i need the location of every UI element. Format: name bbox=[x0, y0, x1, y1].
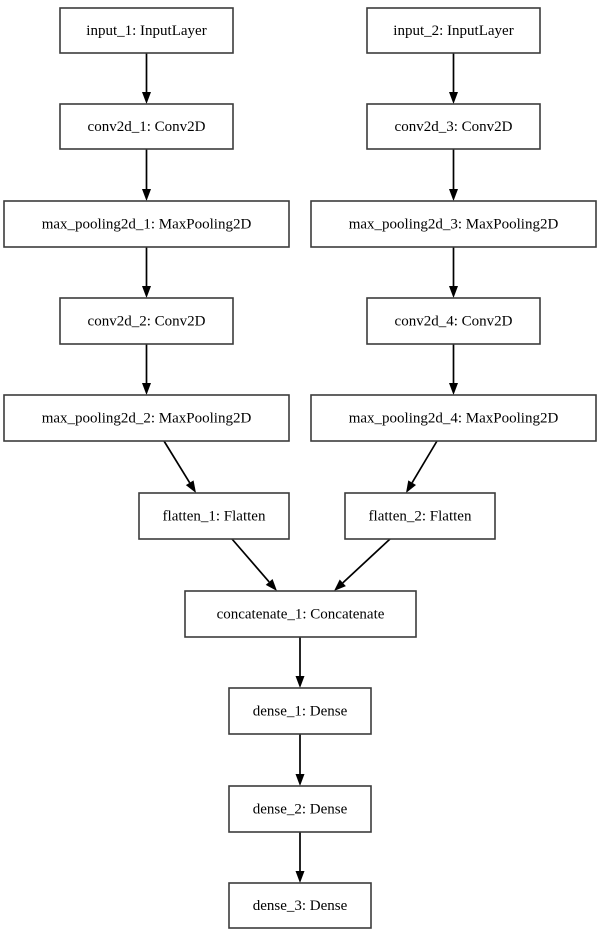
node-box[interactable] bbox=[59, 297, 234, 345]
node-box[interactable] bbox=[138, 492, 290, 540]
node-max_pooling2d_4[interactable]: max_pooling2d_4: MaxPooling2D bbox=[310, 394, 597, 442]
edge-max_pooling2d_3-to-conv2d_4 bbox=[449, 247, 458, 298]
node-concatenate_1[interactable]: concatenate_1: Concatenate bbox=[184, 590, 417, 638]
arrowhead-icon bbox=[295, 871, 305, 883]
edges-layer bbox=[142, 53, 458, 883]
arrowhead-icon bbox=[449, 189, 458, 201]
node-box[interactable] bbox=[344, 492, 496, 540]
edge-flatten_2-to-concatenate_1 bbox=[334, 538, 391, 591]
arrowhead-icon bbox=[265, 578, 277, 591]
edge-max_pooling2d_4-to-flatten_2 bbox=[406, 440, 438, 493]
edge-input_1-to-conv2d_1 bbox=[142, 53, 151, 104]
edge-line bbox=[342, 538, 391, 584]
node-dense_1[interactable]: dense_1: Dense bbox=[228, 687, 372, 735]
node-box[interactable] bbox=[184, 590, 417, 638]
node-label: flatten_2: Flatten bbox=[369, 508, 472, 524]
node-label: dense_2: Dense bbox=[253, 801, 348, 817]
node-flatten_2[interactable]: flatten_2: Flatten bbox=[344, 492, 496, 540]
node-box[interactable] bbox=[3, 200, 290, 248]
node-label: conv2d_3: Conv2D bbox=[395, 119, 513, 135]
node-box[interactable] bbox=[310, 200, 597, 248]
arrowhead-icon bbox=[142, 92, 151, 104]
edge-conv2d_2-to-max_pooling2d_2 bbox=[142, 344, 151, 395]
arrowhead-icon bbox=[449, 286, 458, 298]
node-label: conv2d_2: Conv2D bbox=[88, 313, 206, 329]
node-conv2d_4[interactable]: conv2d_4: Conv2D bbox=[366, 297, 541, 345]
nodes-layer: input_1: InputLayer input_2: InputLayer co… bbox=[3, 7, 597, 929]
node-box[interactable] bbox=[3, 394, 290, 442]
arrowhead-icon bbox=[406, 480, 417, 493]
edge-dense_1-to-dense_2 bbox=[295, 734, 305, 786]
node-label: dense_3: Dense bbox=[253, 898, 348, 914]
node-input_2[interactable]: input_2: InputLayer bbox=[366, 7, 541, 54]
node-box[interactable] bbox=[228, 785, 372, 833]
node-label: max_pooling2d_3: MaxPooling2D bbox=[349, 216, 559, 232]
edge-max_pooling2d_2-to-flatten_1 bbox=[163, 440, 196, 493]
node-max_pooling2d_3[interactable]: max_pooling2d_3: MaxPooling2D bbox=[310, 200, 597, 248]
node-box[interactable] bbox=[366, 7, 541, 54]
node-max_pooling2d_2[interactable]: max_pooling2d_2: MaxPooling2D bbox=[3, 394, 290, 442]
node-conv2d_1[interactable]: conv2d_1: Conv2D bbox=[59, 103, 234, 150]
edge-flatten_1-to-concatenate_1 bbox=[231, 538, 277, 591]
arrowhead-icon bbox=[142, 383, 151, 395]
node-flatten_1[interactable]: flatten_1: Flatten bbox=[138, 492, 290, 540]
edge-line bbox=[411, 440, 438, 484]
arrowhead-icon bbox=[449, 383, 458, 395]
edge-concatenate_1-to-dense_1 bbox=[295, 637, 305, 688]
node-dense_2[interactable]: dense_2: Dense bbox=[228, 785, 372, 833]
node-box[interactable] bbox=[228, 687, 372, 735]
node-box[interactable] bbox=[310, 394, 597, 442]
edge-line bbox=[163, 440, 191, 484]
edge-conv2d_1-to-max_pooling2d_1 bbox=[142, 149, 151, 201]
edge-dense_2-to-dense_3 bbox=[295, 832, 305, 883]
node-label: dense_1: Dense bbox=[253, 703, 348, 719]
node-dense_3[interactable]: dense_3: Dense bbox=[228, 882, 372, 929]
edge-line bbox=[231, 538, 270, 583]
node-box[interactable] bbox=[59, 103, 234, 150]
arrowhead-icon bbox=[295, 676, 305, 688]
edge-conv2d_4-to-max_pooling2d_4 bbox=[449, 344, 458, 395]
node-max_pooling2d_1[interactable]: max_pooling2d_1: MaxPooling2D bbox=[3, 200, 290, 248]
node-label: max_pooling2d_2: MaxPooling2D bbox=[42, 410, 252, 426]
node-box[interactable] bbox=[59, 7, 234, 54]
arrowhead-icon bbox=[295, 774, 305, 786]
node-box[interactable] bbox=[366, 297, 541, 345]
node-label: concatenate_1: Concatenate bbox=[217, 606, 385, 622]
edge-input_2-to-conv2d_3 bbox=[449, 53, 458, 104]
edge-max_pooling2d_1-to-conv2d_2 bbox=[142, 247, 151, 298]
arrowhead-icon bbox=[142, 189, 151, 201]
node-label: input_1: InputLayer bbox=[86, 23, 206, 39]
arrowhead-icon bbox=[142, 286, 151, 298]
arrowhead-icon bbox=[185, 480, 196, 493]
edge-conv2d_3-to-max_pooling2d_3 bbox=[449, 149, 458, 201]
arrowhead-icon bbox=[449, 92, 458, 104]
node-box[interactable] bbox=[228, 882, 372, 929]
node-label: max_pooling2d_1: MaxPooling2D bbox=[42, 216, 252, 232]
node-conv2d_2[interactable]: conv2d_2: Conv2D bbox=[59, 297, 234, 345]
arrowhead-icon bbox=[334, 579, 346, 591]
node-box[interactable] bbox=[366, 103, 541, 150]
node-label: input_2: InputLayer bbox=[393, 23, 513, 39]
node-label: max_pooling2d_4: MaxPooling2D bbox=[349, 410, 559, 426]
node-label: flatten_1: Flatten bbox=[163, 508, 266, 524]
node-label: conv2d_4: Conv2D bbox=[395, 313, 513, 329]
node-label: conv2d_1: Conv2D bbox=[88, 119, 206, 135]
node-conv2d_3[interactable]: conv2d_3: Conv2D bbox=[366, 103, 541, 150]
node-input_1[interactable]: input_1: InputLayer bbox=[59, 7, 234, 54]
